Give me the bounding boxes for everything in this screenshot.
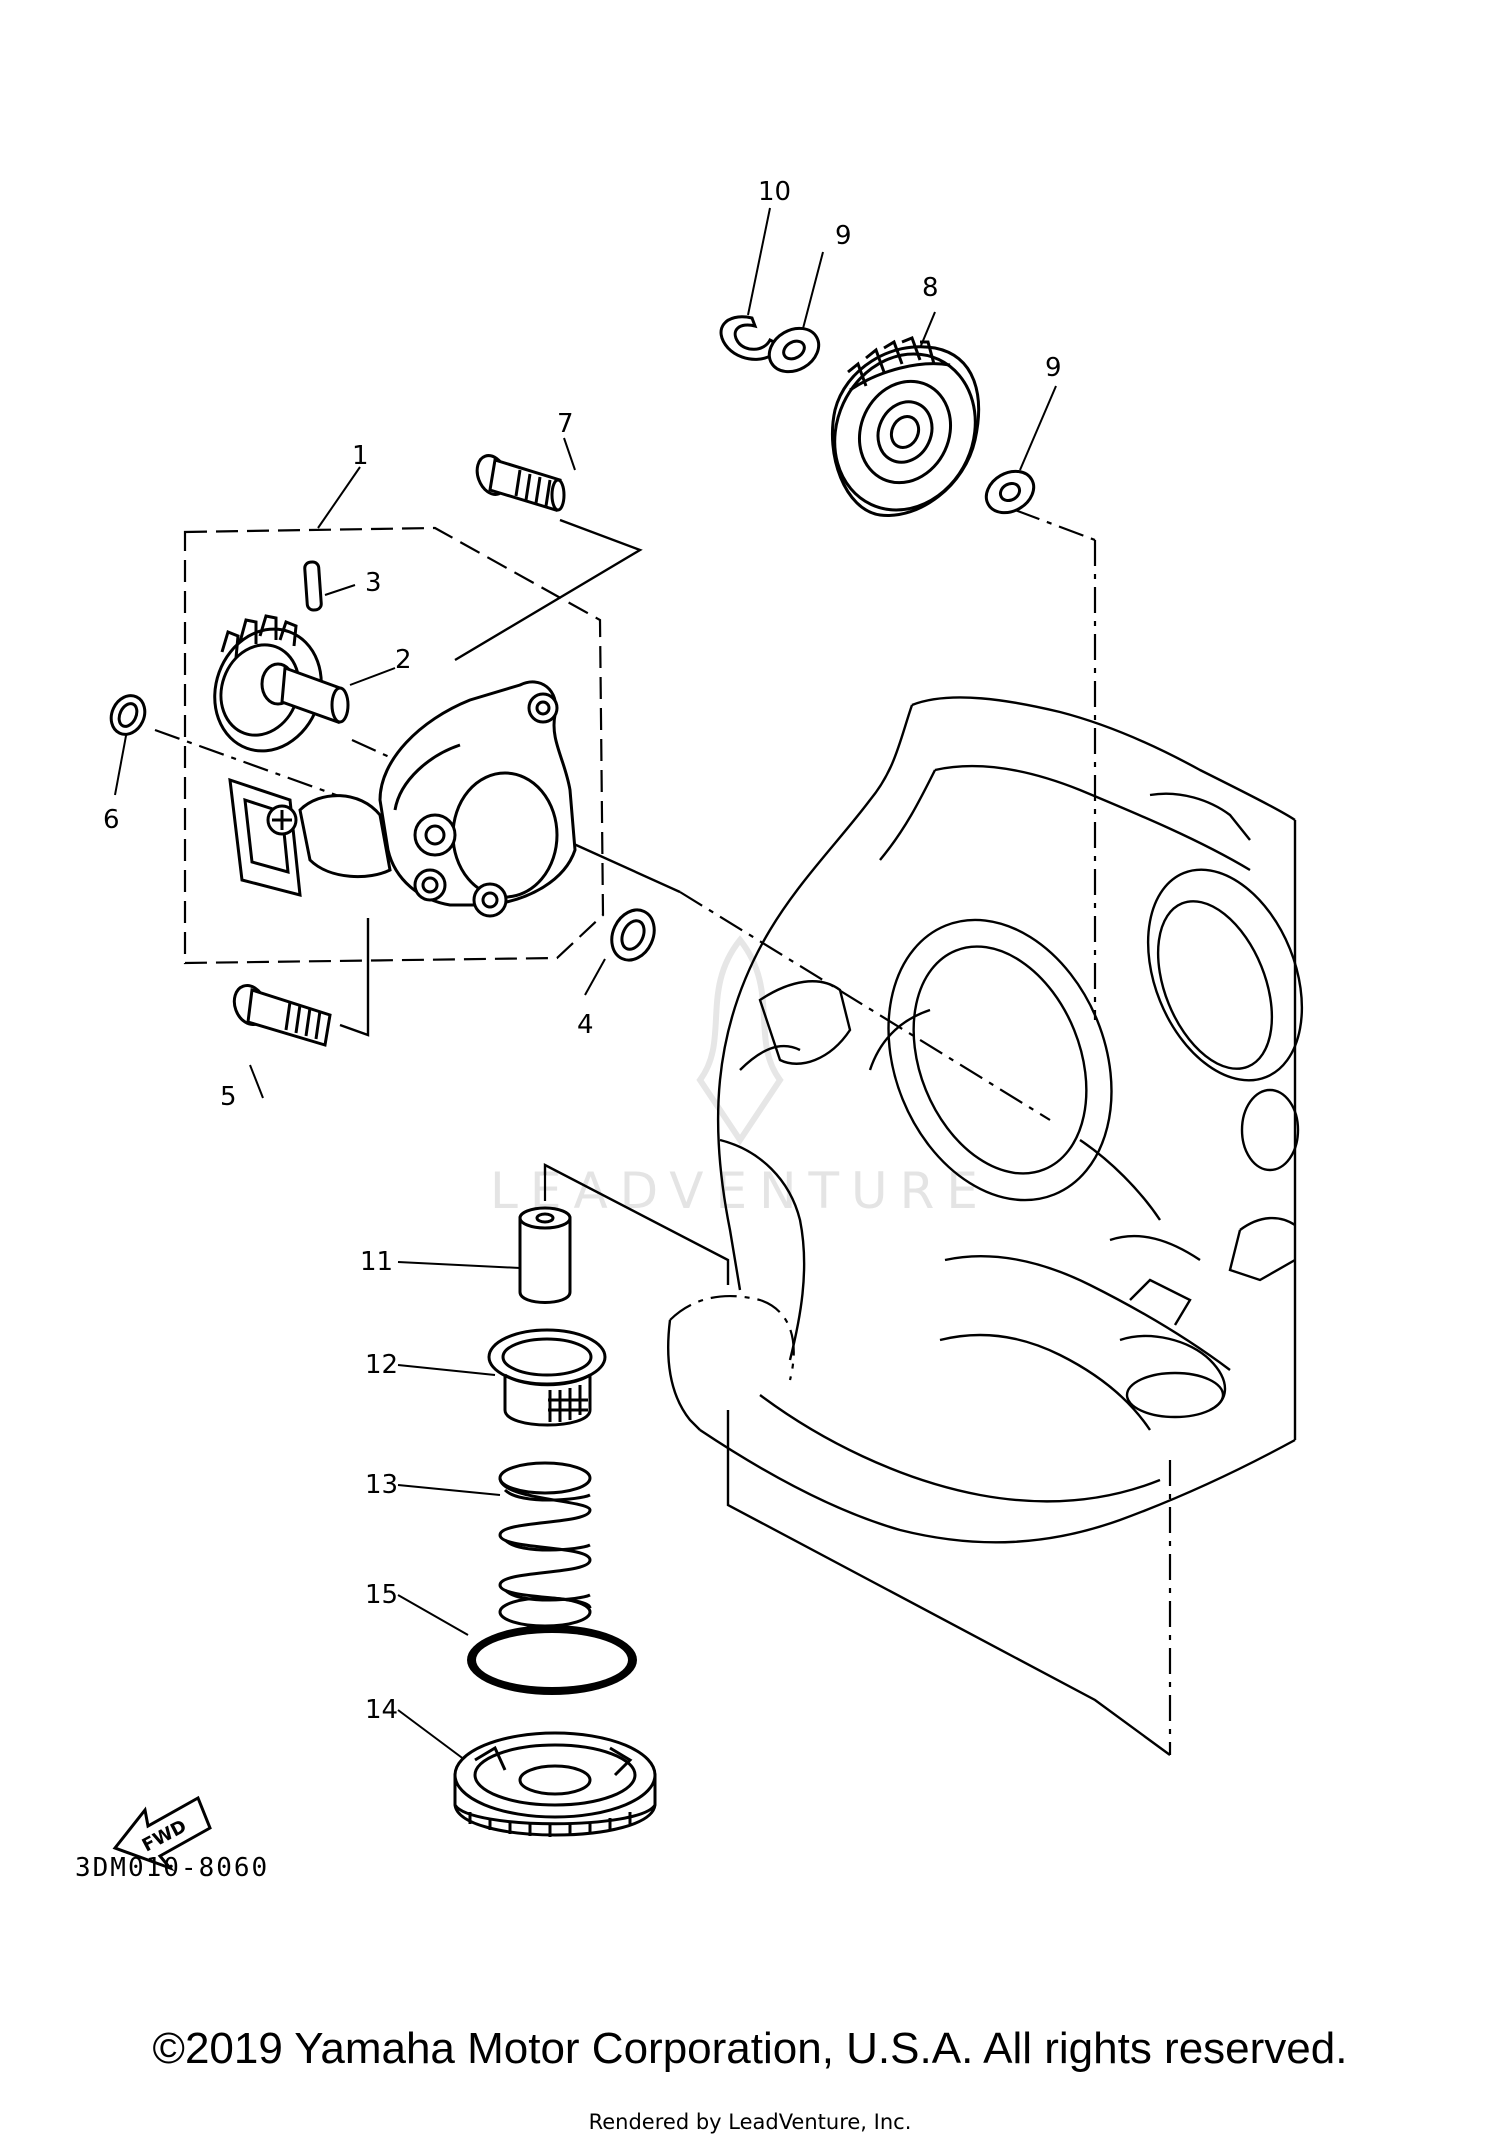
callout-12: 12 <box>365 1350 398 1380</box>
diagram-code: 3DM010-8060 <box>75 1853 269 1883</box>
washer-9-upper <box>767 326 821 374</box>
drain-plug-14 <box>453 1731 657 1837</box>
callout-4: 4 <box>577 1010 594 1040</box>
callout-2: 2 <box>395 645 412 675</box>
pump-gear-2 <box>213 614 350 753</box>
bolt-5 <box>232 984 332 1047</box>
callout-9-lower: 9 <box>1045 353 1062 383</box>
copyright-notice: ©2019 Yamaha Motor Corporation, U.S.A. A… <box>152 2024 1348 2073</box>
idle-gear-8 <box>830 336 981 517</box>
callout-8: 8 <box>922 273 939 303</box>
oil-pump-body-1 <box>228 680 577 918</box>
o-ring-4 <box>610 908 656 962</box>
watermark-text: LEADVENTURE <box>490 1162 990 1220</box>
washer-9-lower <box>984 469 1036 515</box>
strainer-12 <box>487 1328 607 1427</box>
watermark-logo <box>696 935 784 1146</box>
callout-7: 7 <box>557 409 574 439</box>
callout-14: 14 <box>365 1695 398 1725</box>
callout-3: 3 <box>365 568 382 598</box>
dowel-pin-3 <box>303 560 323 612</box>
callout-9-upper: 9 <box>835 221 852 251</box>
bolt-7 <box>475 454 566 512</box>
crankcase-illustration <box>667 696 1304 1544</box>
o-ring-15 <box>467 1625 637 1695</box>
spring-13 <box>498 1461 592 1628</box>
leader-lines <box>114 207 1172 1761</box>
callout-15: 15 <box>365 1580 398 1610</box>
callout-10: 10 <box>758 177 791 207</box>
assembly-boundary <box>183 526 605 965</box>
collar-11 <box>518 1206 572 1304</box>
callout-1: 1 <box>352 441 369 471</box>
o-ring-6 <box>109 694 147 736</box>
callout-5: 5 <box>220 1082 237 1112</box>
rendered-by-credit: Rendered by LeadVenture, Inc. <box>588 2110 912 2134</box>
callout-6: 6 <box>103 805 120 835</box>
callout-13: 13 <box>365 1470 398 1500</box>
callout-11: 11 <box>360 1247 393 1277</box>
